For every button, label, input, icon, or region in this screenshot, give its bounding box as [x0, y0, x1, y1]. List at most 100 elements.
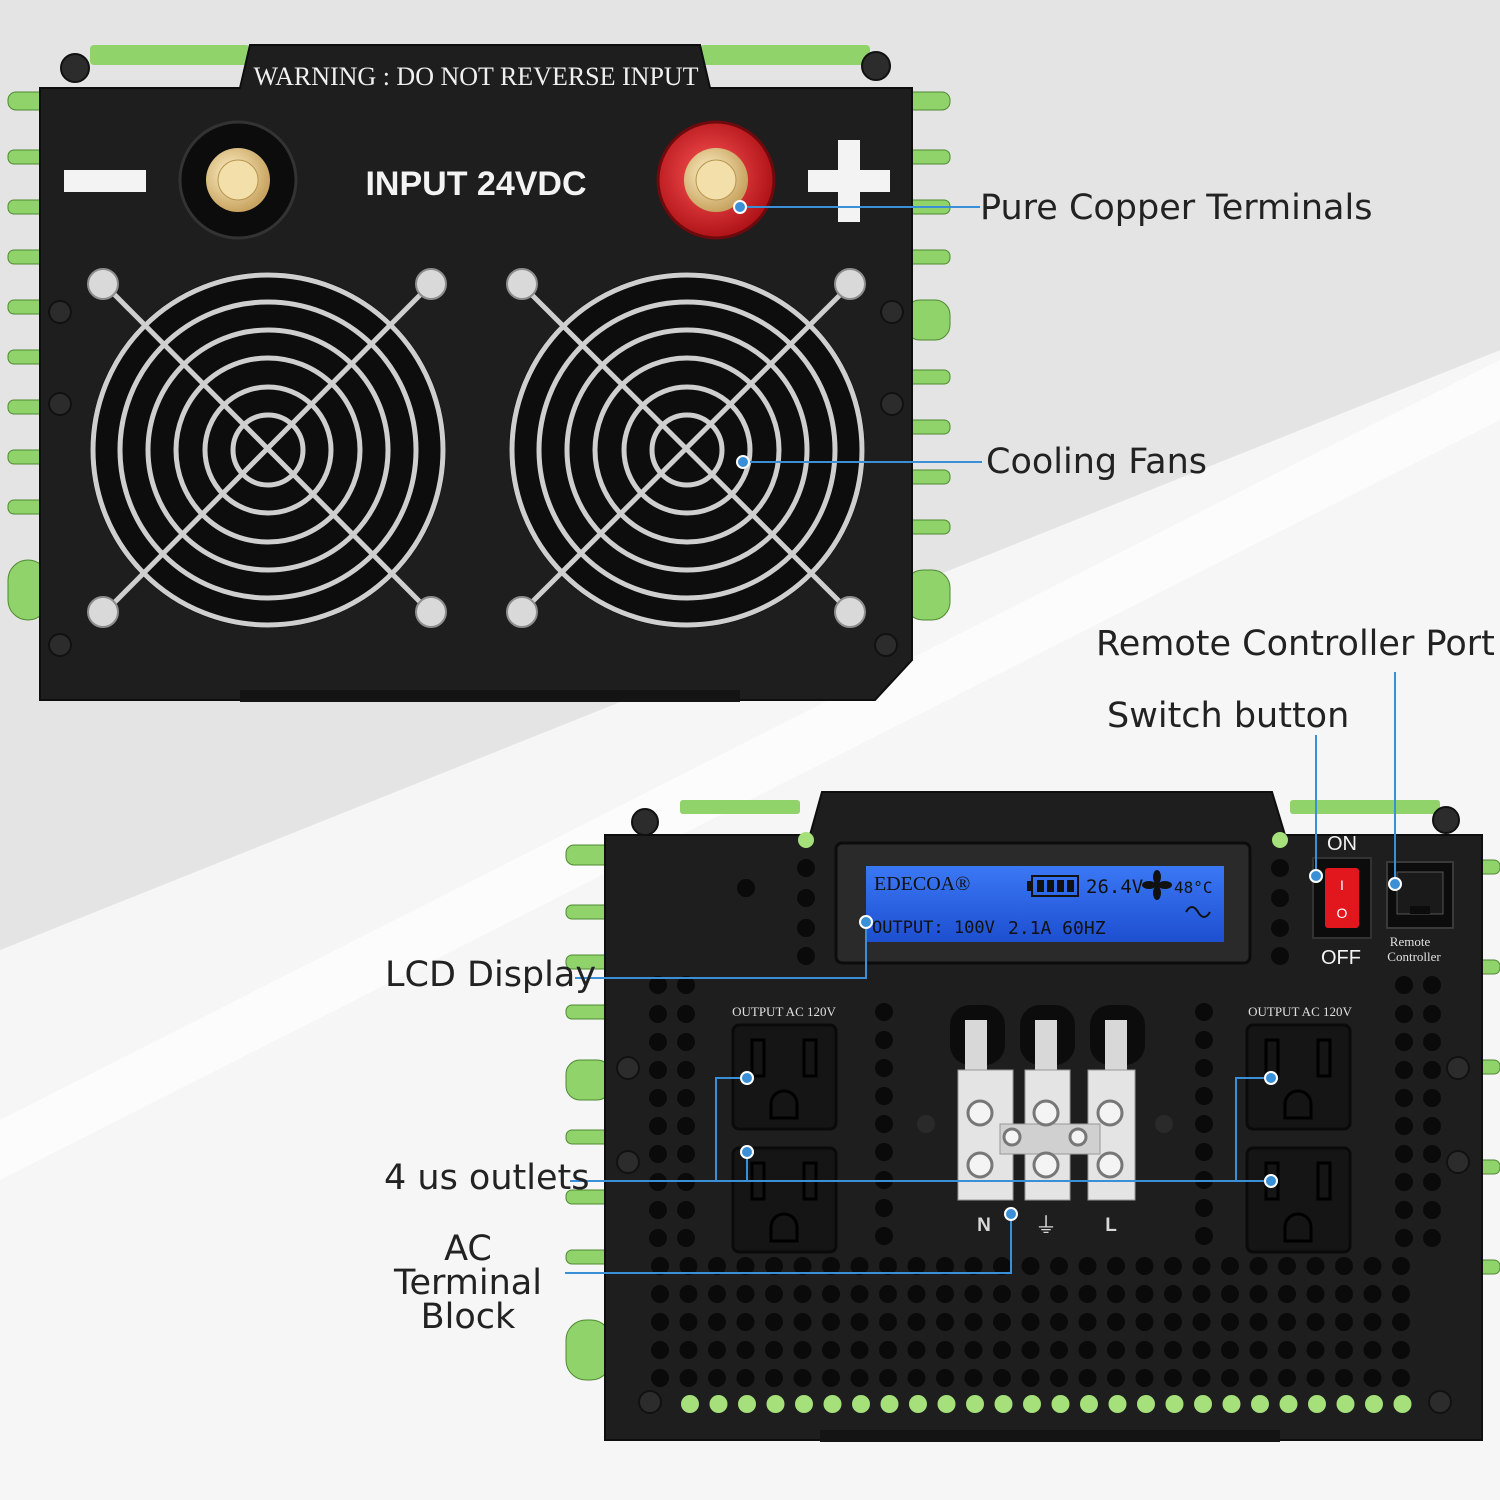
- vent-hole: [1107, 1313, 1125, 1331]
- vent-hole: [964, 1285, 983, 1303]
- battery-icon: [1027, 875, 1079, 897]
- positive-terminal: [656, 120, 776, 240]
- green-vent-dot: [909, 1395, 927, 1413]
- green-vent-dot: [1365, 1395, 1383, 1413]
- green-vent-dot: [937, 1395, 956, 1413]
- vent-hole: [679, 1341, 698, 1359]
- vent-hole: [879, 1341, 897, 1359]
- callout-dots: [733, 200, 1402, 1221]
- negative-terminal: [178, 120, 298, 240]
- lcd-display: EDECOA® 26.4V 48°C OUTPUT: 100V 2.1A 60H…: [834, 841, 1252, 965]
- callout-remote-controller-port: Remote Controller Port: [1096, 624, 1495, 664]
- callout-line-lcd: [575, 922, 867, 979]
- us-outlet[interactable]: [1245, 1146, 1352, 1254]
- vent-hole: [1221, 1257, 1239, 1275]
- green-vent-dot: [1308, 1395, 1326, 1413]
- vent-hole: [1335, 1313, 1353, 1331]
- remote-label-2: Controller: [1387, 949, 1441, 964]
- vent-hole: [993, 1285, 1011, 1303]
- vent-hole: [1278, 1257, 1296, 1275]
- vent-hole: [1335, 1341, 1353, 1359]
- vent-hole: [936, 1341, 954, 1359]
- vent-hole: [1135, 1369, 1154, 1387]
- top-inverter: WARNING : DO NOT REVERSE INPUT INPUT 24V…: [7, 44, 951, 702]
- vent-hole: [1249, 1285, 1268, 1303]
- green-vent-dot: [1080, 1395, 1098, 1413]
- vent-hole: [1164, 1285, 1182, 1303]
- sine-wave-icon: [1185, 906, 1211, 918]
- vent-hole: [964, 1257, 983, 1275]
- vent-hole: [1192, 1313, 1211, 1331]
- heatsink-fins-left: [7, 91, 49, 621]
- vent-hole: [765, 1285, 783, 1303]
- vent-hole: [1021, 1257, 1040, 1275]
- green-vent-dot: [1222, 1395, 1241, 1413]
- vent-hole: [1306, 1257, 1325, 1275]
- vent-hole: [679, 1313, 698, 1331]
- vent-hole: [850, 1285, 869, 1303]
- vent-hole: [1278, 1341, 1296, 1359]
- switch-i-mark: I: [1340, 877, 1344, 893]
- lcd-output: OUTPUT: 100V: [872, 918, 995, 938]
- vent-hole: [679, 1285, 698, 1303]
- vent-hole: [964, 1313, 983, 1331]
- vent-hole: [822, 1369, 840, 1387]
- vent-hole: [1278, 1369, 1296, 1387]
- vent-hole: [907, 1257, 926, 1275]
- vent-hole: [1164, 1369, 1182, 1387]
- vent-hole: [1021, 1313, 1040, 1331]
- vent-hole: [822, 1285, 840, 1303]
- vent-hole: [1278, 1313, 1296, 1331]
- green-vent-dot: [1251, 1395, 1269, 1413]
- vent-hole: [1335, 1257, 1353, 1275]
- green-vent-dot: [1194, 1395, 1212, 1413]
- vent-hole: [1050, 1285, 1068, 1303]
- remote-controller-port[interactable]: Remote Controller: [1386, 861, 1454, 964]
- vent-hole: [879, 1369, 897, 1387]
- vent-hole: [1192, 1341, 1211, 1359]
- vent-hole: [736, 1285, 755, 1303]
- vent-hole: [793, 1369, 812, 1387]
- vent-hole: [1078, 1313, 1097, 1331]
- vent-hole: [850, 1257, 869, 1275]
- vent-hole: [907, 1313, 926, 1331]
- vent-hole: [736, 1369, 755, 1387]
- vent-hole: [651, 1369, 669, 1387]
- green-vent-dot: [1051, 1395, 1070, 1413]
- vent-hole: [879, 1285, 897, 1303]
- vent-hole: [1363, 1313, 1382, 1331]
- vent-hole: [907, 1369, 926, 1387]
- callout-lcd-display: LCD Display: [385, 955, 597, 995]
- vent-hole: [1135, 1313, 1154, 1331]
- callout-ac-terminal-block: AC Terminal Block: [394, 1229, 542, 1337]
- vent-hole: [1078, 1341, 1097, 1359]
- switch-on-label: ON: [1327, 833, 1357, 855]
- vent-hole: [822, 1313, 840, 1331]
- green-vent-dot: [852, 1395, 870, 1413]
- vent-hole: [964, 1341, 983, 1359]
- vent-hole: [879, 1257, 897, 1275]
- power-switch[interactable]: ON I O OFF: [1312, 833, 1372, 969]
- us-outlet[interactable]: [731, 1146, 838, 1254]
- vent-hole: [736, 1341, 755, 1359]
- vent-hole: [1363, 1341, 1382, 1359]
- vent-hole: [765, 1369, 783, 1387]
- lcd-current-freq: 2.1A 60HZ: [1008, 918, 1106, 939]
- callout-cooling-fans: Cooling Fans: [986, 442, 1208, 482]
- green-vent-dot: [1023, 1395, 1041, 1413]
- vent-hole: [936, 1285, 954, 1303]
- vent-hole: [765, 1341, 783, 1359]
- vent-hole: [1221, 1285, 1239, 1303]
- vent-hole: [936, 1257, 954, 1275]
- vent-hole: [936, 1313, 954, 1331]
- vent-hole: [1335, 1285, 1353, 1303]
- vent-hole: [1278, 1285, 1296, 1303]
- bottom-inverter: EDECOA® 26.4V 48°C OUTPUT: 100V 2.1A 60H…: [565, 791, 1500, 1442]
- vent-hole: [850, 1369, 869, 1387]
- green-vent-dot: [709, 1395, 728, 1413]
- vent-hole: [1107, 1257, 1125, 1275]
- vent-hole: [993, 1257, 1011, 1275]
- vent-hole: [708, 1341, 726, 1359]
- ac-terminal-block[interactable]: N ⏚ L: [950, 1005, 1145, 1239]
- vent-hole: [1363, 1369, 1382, 1387]
